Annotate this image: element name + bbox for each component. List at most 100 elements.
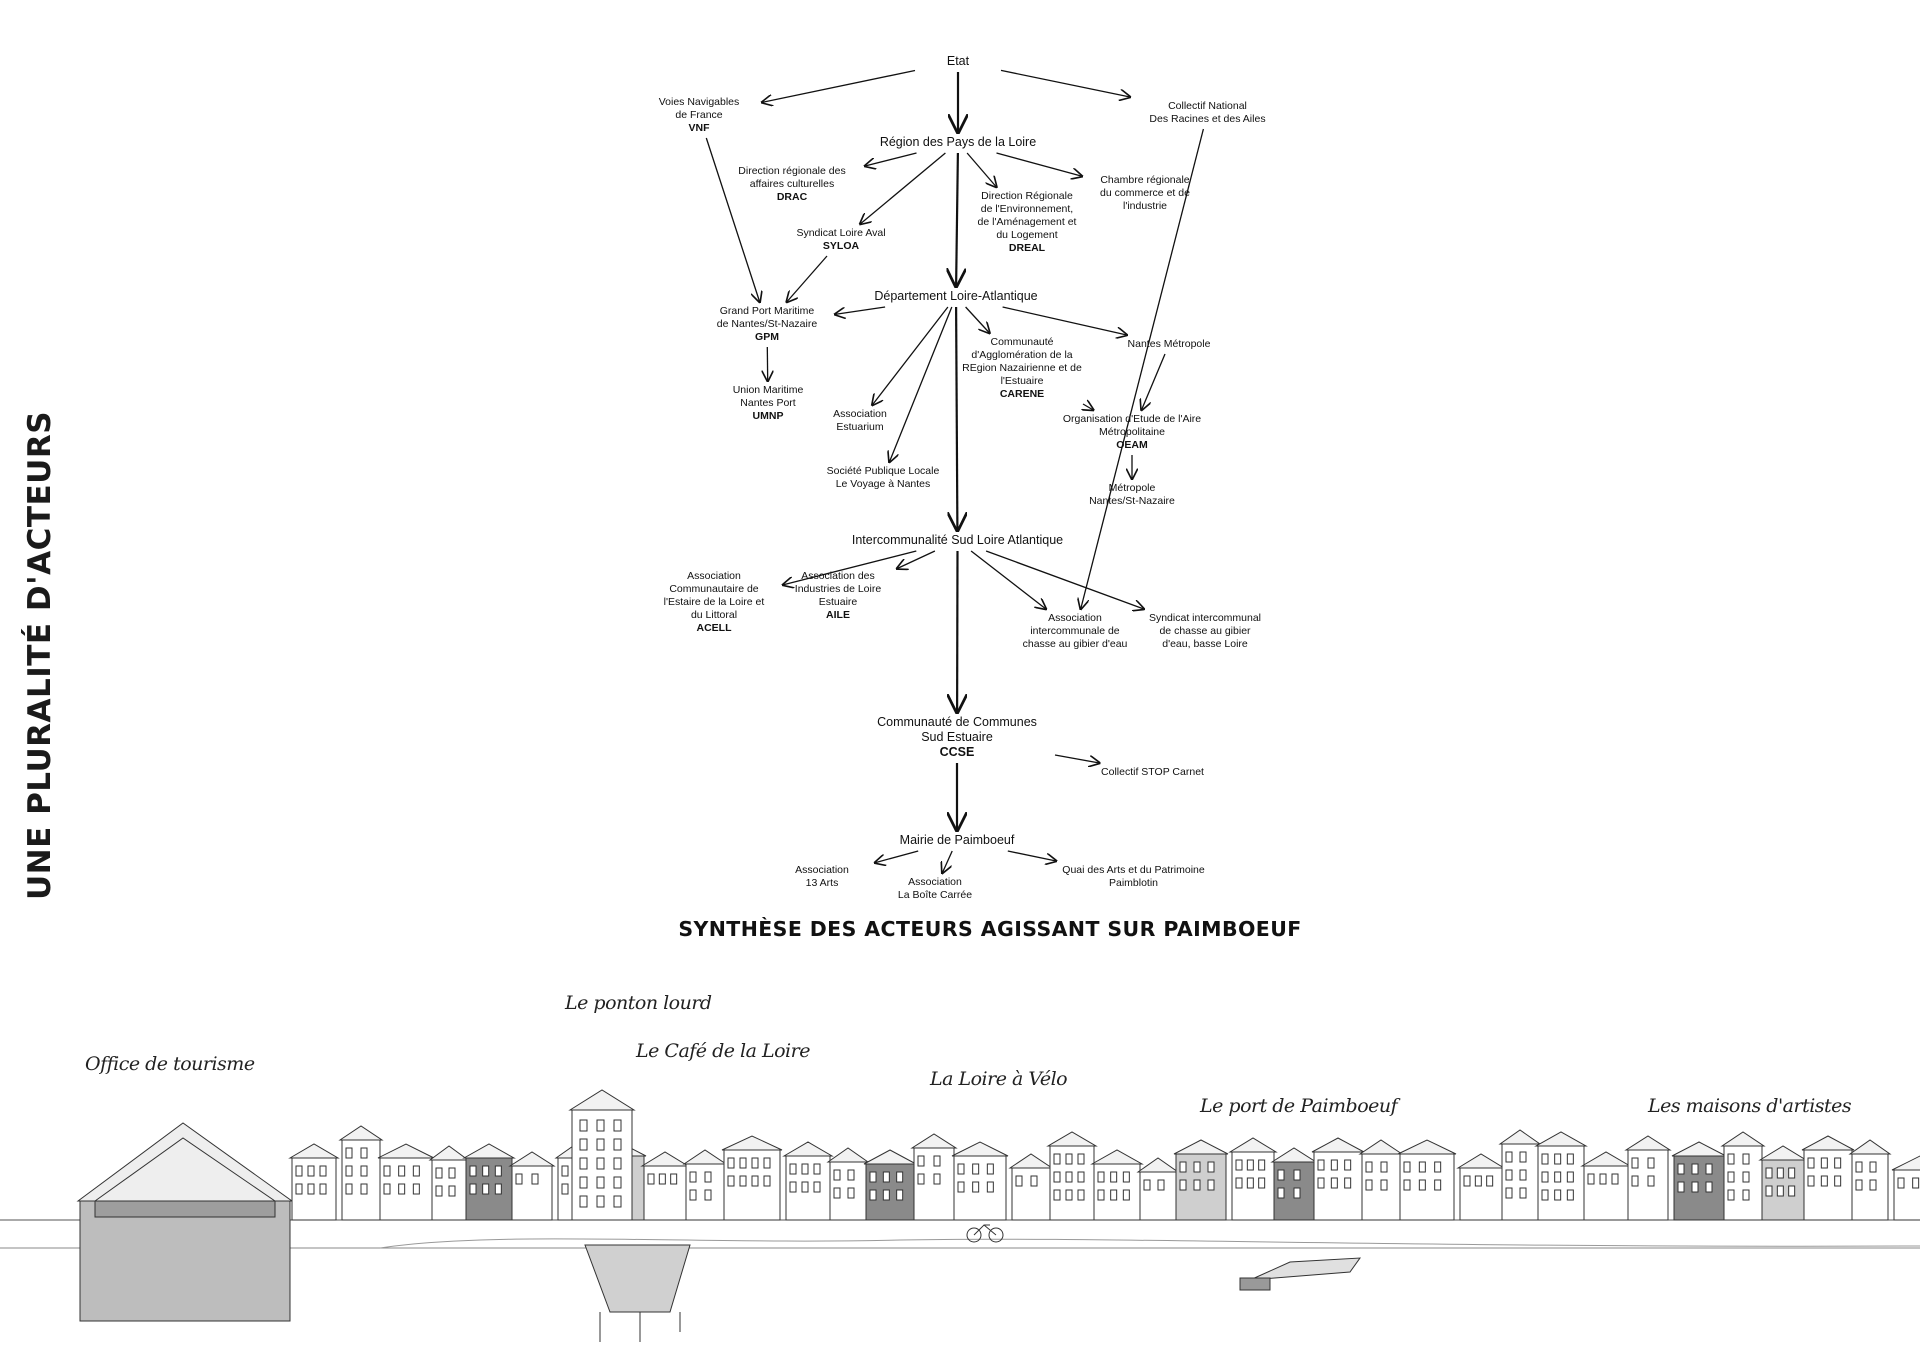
- house: [1498, 1129, 1542, 1221]
- node-oeam-name: Organisation d'Etude de l'Aire Métropoli…: [1062, 413, 1202, 438]
- arrow-region-to-drac: [865, 152, 917, 166]
- arrow-etat-to-vnf: [762, 69, 916, 103]
- house: [1720, 1131, 1766, 1221]
- node-umnp-acronym: UMNP: [752, 410, 784, 422]
- label-artistes: Les maisons d'artistes: [1648, 1095, 1852, 1117]
- node-dreal: Direction Régionale de l'Environnement, …: [967, 190, 1087, 255]
- node-gpm: Grand Port Maritime de Nantes/St-Nazaire…: [702, 305, 832, 344]
- node-aile-acronym: AILE: [826, 609, 850, 621]
- node-oeam: Organisation d'Etude de l'Aire Métropoli…: [1050, 413, 1214, 452]
- node-arts13: Association 13 Arts: [772, 864, 872, 890]
- label-velo: La Loire à Vélo: [930, 1068, 1068, 1090]
- node-etat-name: Etat: [946, 54, 970, 68]
- house: [910, 1133, 958, 1221]
- node-quai: Quai des Arts et du Patrimoine Paimbloti…: [1046, 864, 1221, 890]
- label-cafe: Le Café de la Loire: [636, 1040, 810, 1062]
- node-umnp-name: Union Maritime Nantes Port: [732, 384, 804, 409]
- node-acell-acronym: ACELL: [696, 622, 732, 634]
- arrow-intercommunalite-to-syndicat_chasse: [985, 550, 1144, 609]
- house: [1136, 1157, 1180, 1221]
- house: [1046, 1131, 1098, 1221]
- house: [377, 1143, 435, 1221]
- node-gpm-acronym: GPM: [755, 331, 779, 343]
- node-vnf: Voies Navigables de France VNF: [639, 96, 759, 135]
- house: [782, 1141, 834, 1221]
- node-oeam-acronym: OEAM: [1116, 439, 1148, 451]
- arrow-mairie-to-quai: [1007, 850, 1056, 861]
- node-vnf-name: Voies Navigables de France: [658, 96, 740, 121]
- node-quai-name: Quai des Arts et du Patrimoine Paimbloti…: [1062, 864, 1205, 889]
- node-boite-name: Association La Boîte Carrée: [897, 876, 973, 901]
- arrow-departement-to-estuarium: [872, 306, 949, 405]
- house: [1534, 1131, 1588, 1221]
- label-office: Office de tourisme: [85, 1053, 255, 1075]
- house: [1270, 1147, 1318, 1221]
- house: [1456, 1153, 1506, 1221]
- waterfront-illustration: [0, 1089, 1920, 1342]
- node-estuarium-name: Association Estuarium: [833, 408, 887, 433]
- node-metropole: Métropole Nantes/St-Nazaire: [1077, 482, 1187, 508]
- boat: [1239, 1257, 1362, 1291]
- node-intercommunalite: Intercommunalité Sud Loire Atlantique: [825, 533, 1090, 548]
- node-estuarium: Association Estuarium: [810, 408, 910, 434]
- house: [682, 1149, 728, 1221]
- house: [1173, 1139, 1229, 1221]
- house: [1008, 1153, 1054, 1221]
- house: [1848, 1139, 1892, 1221]
- node-assoc-chasse: Association intercommunale de chasse au …: [1005, 612, 1145, 651]
- house: [1801, 1135, 1855, 1221]
- arrow-intercommunalite-to-aile: [897, 550, 936, 569]
- node-ccse-acronym: CCSE: [939, 745, 975, 759]
- arrow-ccse-to-stop_carnet: [1054, 754, 1099, 763]
- arrow-mairie-to-boite: [942, 850, 953, 873]
- arrow-intercommunalite-to-acell: [783, 550, 917, 585]
- node-syndicat-chasse-name: Syndicat intercommunal de chasse au gibi…: [1148, 612, 1262, 650]
- node-stop-carnet-name: Collectif STOP Carnet: [1101, 766, 1204, 778]
- house: [1397, 1139, 1457, 1221]
- arrow-nantes_metropole-to-oeam: [1142, 353, 1166, 410]
- house: [721, 1135, 783, 1221]
- node-syndicat-chasse: Syndicat intercommunal de chasse au gibi…: [1135, 612, 1275, 651]
- ponton-pontoon: [584, 1244, 691, 1342]
- node-region: Région des Pays de la Loire: [852, 135, 1064, 150]
- house: [1358, 1139, 1404, 1221]
- node-spl-name: Société Publique Locale Le Voyage à Nant…: [826, 465, 940, 490]
- arrow-carene-to-oeam: [1083, 404, 1093, 410]
- house: [1311, 1137, 1365, 1221]
- house: [1671, 1141, 1727, 1221]
- arrow-departement-to-intercommunalite: [956, 306, 957, 530]
- house: [1580, 1151, 1632, 1221]
- house: [951, 1141, 1009, 1221]
- node-syloa: Syndicat Loire Aval SYLOA: [774, 227, 908, 253]
- arrow-intercommunalite-to-assoc_chasse: [970, 550, 1046, 609]
- node-mairie: Mairie de Paimboeuf: [882, 833, 1032, 848]
- arrow-departement-to-gpm: [835, 306, 886, 314]
- node-assoc-chasse-name: Association intercommunale de chasse au …: [1022, 612, 1128, 650]
- node-dreal-name: Direction Régionale de l'Environnement, …: [977, 190, 1077, 241]
- arrow-mairie-to-arts13: [875, 850, 919, 863]
- house: [508, 1151, 556, 1221]
- node-nantes-metropole-name: Nantes Métropole: [1127, 338, 1211, 350]
- node-metropole-name: Métropole Nantes/St-Nazaire: [1089, 482, 1175, 507]
- house: [1891, 1155, 1920, 1221]
- node-departement: Département Loire-Atlantique: [850, 289, 1062, 304]
- node-collectif-national: Collectif National Des Racines et des Ai…: [1130, 100, 1285, 126]
- label-port: Le port de Paimboeuf: [1200, 1095, 1398, 1117]
- node-ccse: Communauté de Communes Sud Estuaire CCSE: [862, 715, 1052, 760]
- node-acell-name: Association Communautaire de l'Estaire d…: [663, 570, 765, 621]
- arrow-departement-to-spl: [889, 306, 953, 462]
- house: [428, 1145, 470, 1221]
- node-aile: Association des Industries de Loire Estu…: [782, 570, 894, 622]
- label-ponton: Le ponton lourd: [565, 992, 712, 1014]
- node-boite: Association La Boîte Carrée: [885, 876, 985, 902]
- bicycle-icon: [966, 1224, 1004, 1243]
- node-chambre-name: Chambre régionale du commerce et de l'in…: [1100, 174, 1190, 212]
- node-mairie-name: Mairie de Paimboeuf: [899, 833, 1015, 847]
- arrow-collectif_national-to-assoc_chasse: [1081, 128, 1205, 609]
- arrow-region-to-chambre: [996, 152, 1083, 176]
- node-intercommunalite-name: Intercommunalité Sud Loire Atlantique: [851, 533, 1064, 547]
- house: [1090, 1149, 1144, 1221]
- house: [288, 1143, 340, 1221]
- section-title: SYNTHÈSE DES ACTEURS AGISSANT SUR PAIMBO…: [678, 917, 1302, 941]
